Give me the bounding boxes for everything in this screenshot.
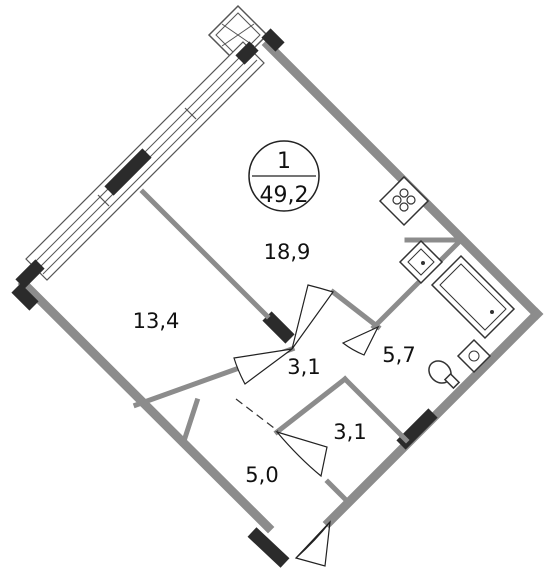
room-area-corridor: 3,1 (287, 355, 320, 379)
room-area-living: 18,9 (264, 240, 311, 264)
bathtub-icon (430, 254, 516, 340)
sink-icon (398, 239, 444, 285)
room-area-bedroom: 13,4 (133, 309, 180, 333)
room-area-hallway: 5,0 (245, 463, 278, 487)
opening-line (235, 398, 279, 432)
rooms-count: 1 (277, 149, 291, 174)
total-area: 49,2 (260, 183, 309, 208)
apartment-badge: 1 49,2 (248, 140, 320, 212)
doors (233, 284, 380, 567)
toilet-icon (428, 360, 461, 390)
washbasin-icon (456, 338, 492, 374)
room-area-bathroom: 5,7 (382, 343, 415, 367)
room-area-wc: 3,1 (333, 420, 366, 444)
stove-icon (378, 175, 430, 227)
